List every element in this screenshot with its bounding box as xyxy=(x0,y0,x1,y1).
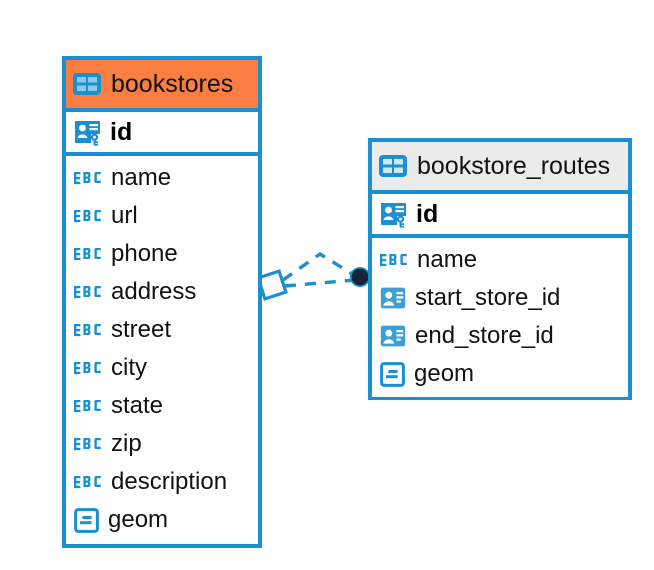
diamond-endpoint-icon xyxy=(256,269,288,301)
field-label: phone xyxy=(111,240,178,267)
field-row[interactable]: geom xyxy=(66,501,258,539)
field-label: address xyxy=(111,278,197,305)
field-label: geom xyxy=(108,506,169,533)
primary-key-label: id xyxy=(416,199,439,228)
field-row[interactable]: phone xyxy=(66,235,258,273)
abc-text-icon xyxy=(74,209,102,224)
primary-key-label: id xyxy=(110,117,133,146)
relationship-line-upper xyxy=(282,251,358,282)
field-label: description xyxy=(111,468,228,495)
field-label: name xyxy=(417,246,478,273)
field-label: street xyxy=(111,316,172,343)
field-label: city xyxy=(111,354,147,381)
entity-title: bookstore_routes xyxy=(417,151,611,180)
primary-key-row[interactable]: id xyxy=(372,190,628,238)
primary-key-icon xyxy=(379,200,407,228)
field-row[interactable]: name xyxy=(372,241,628,279)
relationship-line-lower xyxy=(284,278,356,288)
abc-text-icon xyxy=(74,171,102,186)
field-row[interactable]: city xyxy=(66,349,258,387)
abc-text-icon xyxy=(74,399,102,414)
abc-text-icon xyxy=(74,285,102,300)
abc-text-icon xyxy=(74,361,102,376)
entity-table-bookstores[interactable]: bookstores xyxy=(62,56,262,548)
abc-text-icon xyxy=(74,437,102,452)
field-row[interactable]: address xyxy=(66,273,258,311)
field-row[interactable]: url xyxy=(66,197,258,235)
entity-header: bookstore_routes xyxy=(372,142,628,190)
geometry-icon xyxy=(74,507,99,533)
entity-header: bookstores xyxy=(66,60,258,108)
field-row[interactable]: description xyxy=(66,463,258,501)
primary-key-icon xyxy=(73,118,101,146)
primary-key-row[interactable]: id xyxy=(66,108,258,156)
foreign-key-icon xyxy=(380,286,406,310)
abc-text-icon xyxy=(74,323,102,338)
field-row[interactable]: state xyxy=(66,387,258,425)
abc-text-icon xyxy=(74,475,102,490)
entity-title: bookstores xyxy=(111,69,234,98)
field-row[interactable]: geom xyxy=(372,355,628,393)
foreign-key-icon xyxy=(380,324,406,348)
field-label: zip xyxy=(111,430,142,457)
field-list: name url phone address street city state zip des… xyxy=(66,156,258,543)
field-label: url xyxy=(111,202,138,229)
field-label: geom xyxy=(414,360,475,387)
field-row[interactable]: street xyxy=(66,311,258,349)
field-label: state xyxy=(111,392,164,419)
abc-text-icon xyxy=(380,253,408,268)
field-label: end_store_id xyxy=(415,322,554,349)
filled-circle-endpoint-icon xyxy=(350,267,370,287)
field-row[interactable]: name xyxy=(66,159,258,197)
field-row[interactable]: zip xyxy=(66,425,258,463)
field-row[interactable]: start_store_id xyxy=(372,279,628,317)
field-label: name xyxy=(111,164,172,191)
abc-text-icon xyxy=(74,247,102,262)
field-row[interactable]: end_store_id xyxy=(372,317,628,355)
field-label: start_store_id xyxy=(415,284,561,311)
entity-table-bookstore-routes[interactable]: bookstore_routes xyxy=(368,138,632,400)
table-icon xyxy=(379,155,407,177)
table-icon xyxy=(73,73,101,95)
geometry-icon xyxy=(380,361,405,387)
